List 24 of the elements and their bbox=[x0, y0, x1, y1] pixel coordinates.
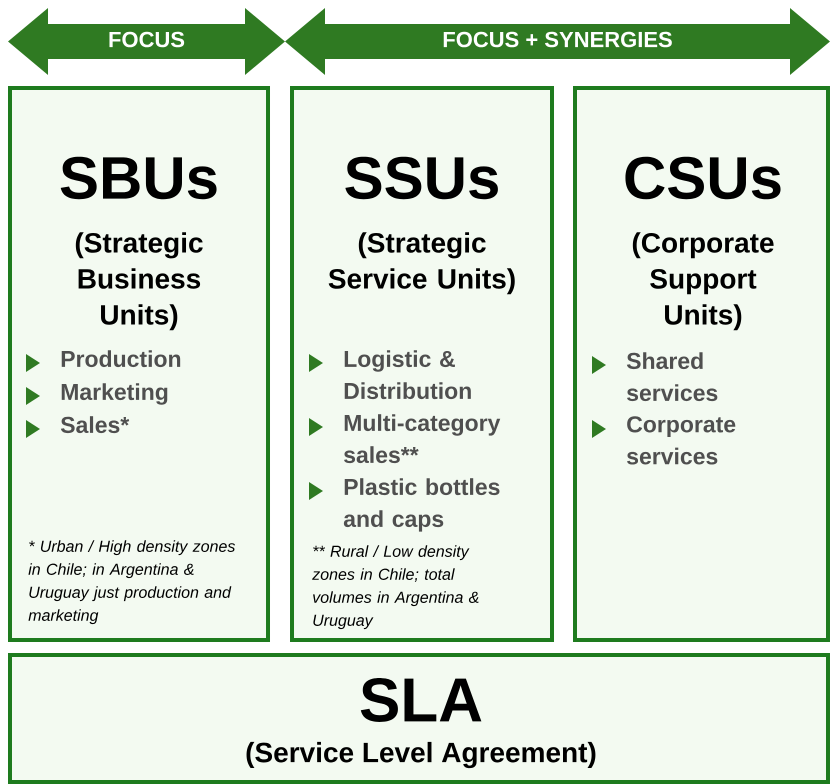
bullet-item: Shared services bbox=[592, 352, 718, 402]
unit-box bbox=[290, 86, 554, 642]
unit-title: CSUs bbox=[625, 156, 781, 200]
unit-box bbox=[8, 86, 270, 642]
unit-title: SSUs bbox=[345, 156, 498, 200]
bullet-item: Marketing bbox=[26, 383, 168, 405]
unit-box bbox=[573, 86, 830, 642]
bullet-item: Multi-category sales** bbox=[309, 414, 500, 464]
bullet-item: Production bbox=[26, 350, 180, 372]
footnote: * Urban / High density zones in Chile; in Argentina & Uruguay just production and marketing bbox=[28, 540, 236, 624]
agreement-band bbox=[8, 653, 830, 784]
bullet-item: Plastic bottles and caps bbox=[309, 478, 500, 532]
unit-title: SBUs bbox=[60, 156, 217, 200]
banner: FOCUS + SYNERGIES bbox=[285, 8, 830, 75]
bullet-item: Corporate services bbox=[592, 416, 736, 464]
unit-subtitle: (Strategic Service Units) bbox=[328, 232, 515, 294]
footnote: ** Rural / Low density zones in Chile; total volumes in Argentina & Uruguay bbox=[312, 545, 478, 630]
bullet-item: Logistic & Distribution bbox=[309, 350, 471, 400]
unit-subtitle: (Strategic Business Units) bbox=[76, 232, 203, 330]
unit-subtitle: (Corporate Support Units) bbox=[632, 232, 774, 330]
bullet-item: Sales* bbox=[26, 416, 130, 438]
banner: FOCUS bbox=[8, 8, 285, 75]
band-title: SLA bbox=[360, 678, 482, 722]
band-subtitle: (Service Level Agreement) bbox=[246, 742, 596, 768]
